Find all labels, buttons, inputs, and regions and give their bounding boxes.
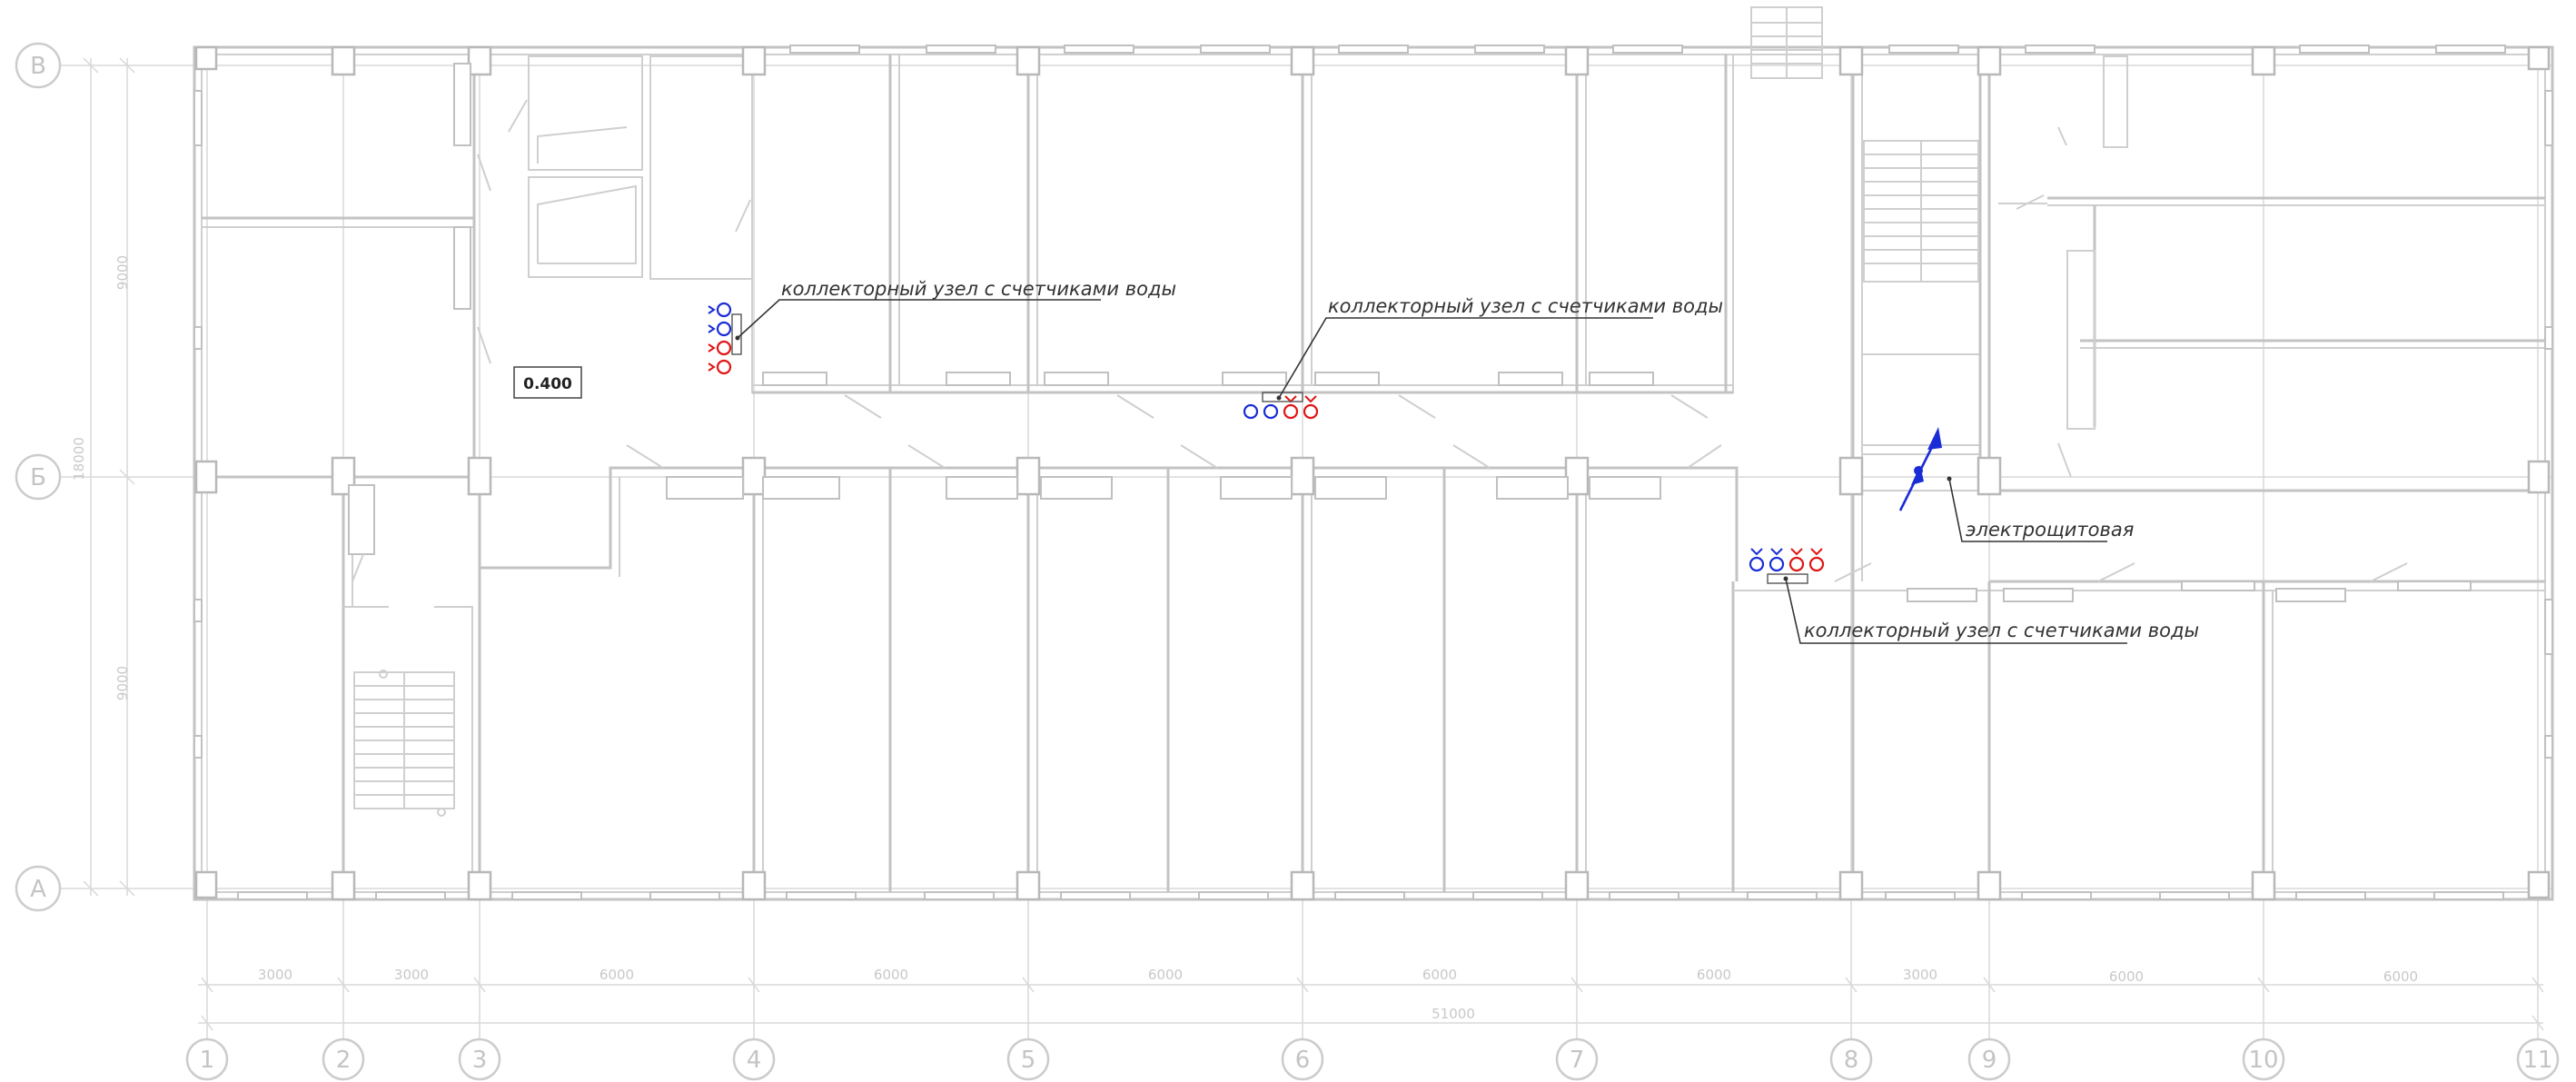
axis-label-5: 5: [1021, 1047, 1036, 1074]
axis-label-9: 9: [1982, 1047, 1997, 1074]
stair-top-exterior: [1750, 6, 1823, 79]
axis-label-4: 4: [747, 1047, 762, 1074]
dim-span-2: 3000: [394, 967, 429, 983]
dim-span-4: 6000: [874, 967, 908, 983]
dim-vertical-upper: 9000: [114, 255, 131, 290]
axis-label-B: Б: [30, 464, 46, 491]
stair-right: [1863, 140, 1979, 283]
axis-label-A: А: [30, 876, 46, 903]
axis-label-8: 8: [1844, 1047, 1859, 1074]
elevation-mark-text: 0.400: [523, 375, 572, 393]
axis-label-10: 10: [2248, 1047, 2278, 1074]
collector-node-3: [1749, 548, 2127, 644]
dim-total: 51000: [1432, 1006, 1475, 1022]
collector-node-2: [1243, 317, 1653, 420]
axis-label-11: 11: [2522, 1047, 2552, 1074]
dim-vertical-lower: 9000: [114, 666, 131, 700]
axis-label-6: 6: [1295, 1047, 1311, 1074]
axis-bubbles-letters: В Б А: [15, 42, 62, 912]
axis-label-7: 7: [1570, 1047, 1585, 1074]
dimension-lines: [83, 57, 2544, 1031]
building-walls: [193, 45, 2554, 901]
dim-span-7: 6000: [1697, 967, 1731, 983]
electric-room-marker: [1898, 427, 2107, 542]
collector-label-2: коллекторный узел с счетчиками воды: [1328, 295, 1723, 317]
axis-label-2: 2: [336, 1047, 352, 1074]
dim-span-3: 6000: [599, 967, 634, 983]
electric-room-label: электрощитовая: [1966, 519, 2134, 541]
structural-columns: [194, 45, 2551, 901]
dim-span-8: 3000: [1903, 967, 1937, 983]
stair-left: [353, 670, 455, 817]
elevation-mark: 0.400: [513, 366, 582, 399]
axis-label-1: 1: [200, 1047, 215, 1074]
axis-label-V: В: [30, 53, 46, 80]
collector-label-3: коллекторный узел с счетчиками воды: [1804, 620, 2199, 641]
collector-node-1: [708, 299, 1101, 375]
axis-bubbles-numeric: 1 2 3 4 5 6 7 8 9 10 11: [185, 1037, 2560, 1081]
windows: [193, 45, 2553, 900]
door-swings: [352, 99, 2408, 582]
dim-span-9: 6000: [2109, 968, 2144, 985]
dim-vertical-total: 18000: [71, 437, 87, 481]
dim-span-5: 6000: [1148, 967, 1183, 983]
axis-label-3: 3: [472, 1047, 488, 1074]
dim-span-10: 6000: [2383, 968, 2418, 985]
dim-span-1: 3000: [258, 967, 292, 983]
collector-label-1: коллекторный узел с счетчиками воды: [781, 278, 1176, 300]
dim-span-6: 6000: [1422, 967, 1457, 983]
dimension-texts: 3000 3000 6000 6000 6000 6000 6000 3000 …: [71, 255, 2418, 1022]
